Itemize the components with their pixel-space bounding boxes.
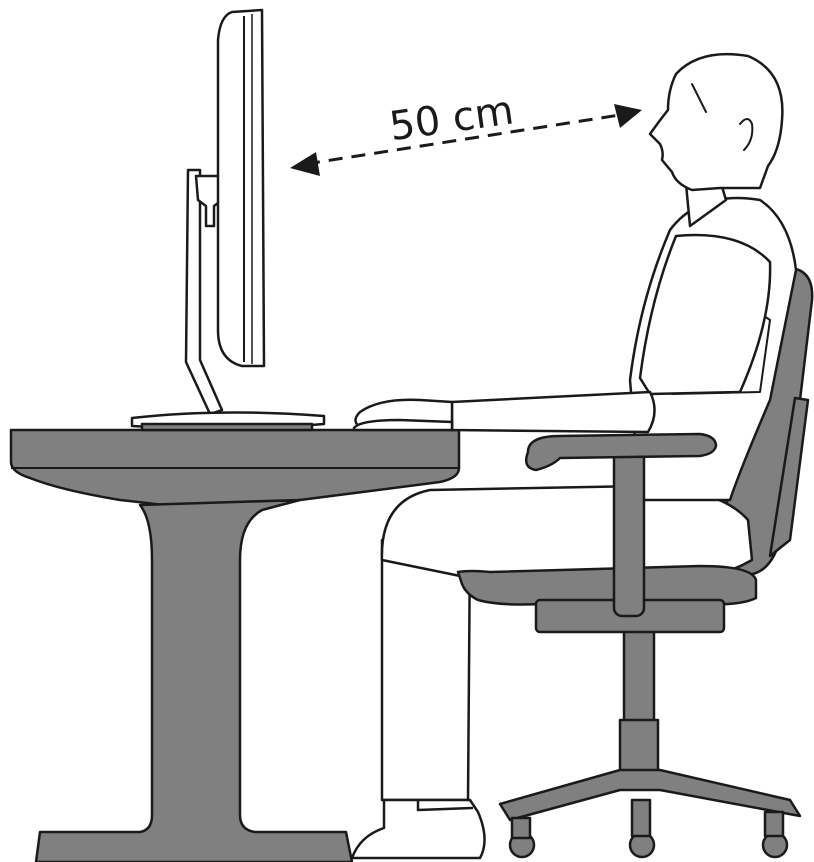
distance-indicator: 50 cm — [290, 87, 642, 176]
keyboard-icon — [354, 420, 452, 430]
chair-seat — [458, 566, 756, 605]
monitor-panel — [218, 10, 264, 366]
desk-peripherals — [354, 420, 452, 430]
arrowhead-left-icon — [290, 152, 320, 176]
monitor — [132, 10, 324, 430]
monitor-stand-arm — [186, 170, 222, 414]
person-forearm — [452, 392, 655, 432]
distance-label: 50 cm — [387, 87, 517, 150]
person-lower-leg — [382, 540, 470, 800]
desk-leg — [36, 500, 352, 862]
chair-armrest-post — [614, 450, 644, 616]
arrowhead-right-icon — [614, 104, 642, 128]
person-head — [650, 54, 782, 190]
